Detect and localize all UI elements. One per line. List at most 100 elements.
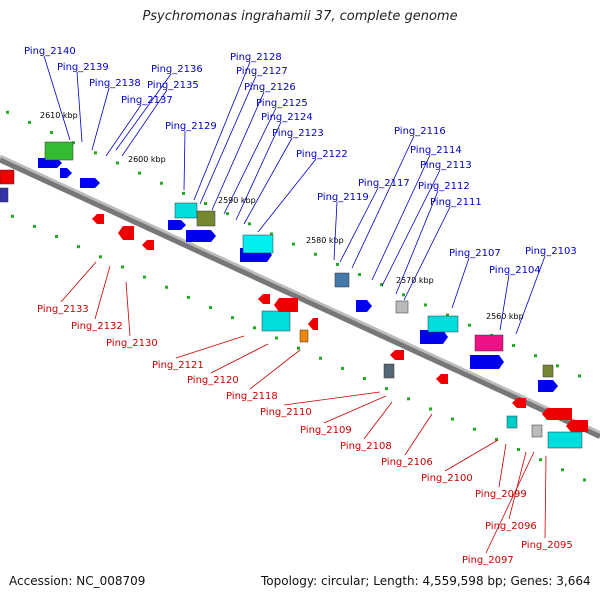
tick-dot bbox=[28, 120, 31, 124]
forward-gene-label: Ping_2138 bbox=[89, 78, 141, 89]
tick-dot bbox=[6, 110, 9, 114]
tick-dot bbox=[534, 354, 537, 358]
accession-text: Accession: NC_008709 bbox=[9, 574, 146, 588]
reverse-label-leader bbox=[498, 443, 507, 488]
forward-gene-label: Ping_2111 bbox=[430, 197, 482, 208]
forward-label-leader bbox=[115, 73, 172, 151]
gene-box-magenta bbox=[474, 334, 504, 352]
forward-gene-label: Ping_2103 bbox=[525, 246, 577, 257]
tick-dot bbox=[187, 295, 190, 299]
topology-text: Topology: circular; Length: 4,559,598 bp… bbox=[261, 574, 591, 588]
forward-gene-label: Ping_2107 bbox=[449, 248, 501, 259]
tick-dot bbox=[292, 242, 295, 246]
forward-gene-label: Ping_2129 bbox=[165, 121, 217, 132]
reverse-label-leader bbox=[175, 335, 245, 359]
forward-gene-label: Ping_2116 bbox=[394, 126, 446, 137]
reverse-gene-arrow bbox=[308, 318, 318, 330]
tick-dot bbox=[363, 377, 366, 381]
forward-label-leader bbox=[223, 107, 277, 215]
reverse-label-leader bbox=[444, 439, 499, 472]
reverse-label-leader bbox=[60, 261, 97, 303]
reverse-gene-arrow bbox=[274, 298, 298, 312]
forward-label-leader bbox=[257, 158, 317, 233]
forward-label-leader bbox=[193, 61, 251, 201]
forward-gene-label: Ping_2117 bbox=[358, 178, 410, 189]
tick-dot bbox=[226, 212, 229, 216]
reverse-label-leader bbox=[485, 451, 535, 554]
forward-label-leader bbox=[351, 135, 415, 269]
tick-dot bbox=[451, 417, 454, 421]
tick-dot bbox=[77, 245, 80, 249]
reverse-gene-label: Ping_2118 bbox=[226, 391, 278, 402]
gene-box-cyan bbox=[242, 234, 274, 254]
tick-dot bbox=[468, 323, 471, 327]
forward-gene-label: Ping_2140 bbox=[24, 46, 76, 57]
forward-label-leader bbox=[199, 75, 257, 205]
forward-gene-label: Ping_2135 bbox=[147, 80, 199, 91]
tick-dot bbox=[402, 293, 405, 297]
gene-box-olive bbox=[196, 210, 216, 227]
reverse-label-leader bbox=[363, 401, 393, 440]
gene-box-grey bbox=[395, 300, 409, 314]
gene-box-cyan bbox=[547, 431, 583, 449]
tick-dot bbox=[55, 235, 58, 239]
forward-gene-label: Ping_2104 bbox=[489, 265, 541, 276]
forward-label-leader bbox=[243, 137, 293, 225]
kbp-tick-label: 2610 kbp bbox=[40, 111, 78, 120]
forward-gene-label: Ping_2126 bbox=[244, 82, 296, 93]
forward-gene-label: Ping_2125 bbox=[256, 98, 308, 109]
forward-gene-label: Ping_2136 bbox=[151, 64, 203, 75]
reverse-gene-arrow bbox=[436, 374, 448, 384]
forward-label-leader bbox=[499, 274, 510, 331]
tick-dot bbox=[160, 181, 163, 185]
tick-dot bbox=[94, 151, 97, 155]
tick-dot bbox=[561, 468, 564, 472]
tick-dot bbox=[556, 364, 559, 368]
tick-dot bbox=[116, 161, 119, 165]
backbone-line bbox=[0, 157, 600, 439]
forward-label-leader bbox=[105, 104, 142, 157]
gene-box-navy bbox=[0, 187, 9, 203]
tick-dot bbox=[253, 326, 256, 330]
forward-label-leader bbox=[183, 130, 186, 191]
reverse-gene-label: Ping_2097 bbox=[462, 555, 514, 566]
tick-dot bbox=[248, 222, 251, 226]
forward-gene-arrow bbox=[470, 355, 504, 369]
forward-gene-label: Ping_2122 bbox=[296, 149, 348, 160]
forward-label-leader bbox=[76, 71, 83, 143]
reverse-gene-label: Ping_2099 bbox=[475, 489, 527, 500]
tick-dot bbox=[143, 275, 146, 279]
tick-dot bbox=[165, 285, 168, 289]
kbp-tick-label: 2590 kbp bbox=[218, 196, 256, 205]
gene-box-olive bbox=[542, 364, 554, 378]
reverse-gene-arrow bbox=[566, 420, 588, 432]
forward-gene-arrow bbox=[186, 230, 216, 242]
reverse-gene-label: Ping_2130 bbox=[106, 338, 158, 349]
tick-dot bbox=[539, 458, 542, 462]
tick-dot bbox=[275, 336, 278, 340]
forward-label-leader bbox=[333, 201, 338, 261]
tick-dot bbox=[517, 448, 520, 452]
tick-dot bbox=[99, 255, 102, 259]
tick-dot bbox=[314, 252, 317, 256]
forward-label-leader bbox=[211, 91, 265, 211]
genome-title: Psychromonas ingrahamii 37, complete gen… bbox=[142, 9, 458, 24]
forward-gene-label: Ping_2123 bbox=[272, 128, 324, 139]
reverse-gene-arrow bbox=[92, 214, 104, 224]
reverse-gene-arrow bbox=[142, 240, 154, 250]
forward-gene-label: Ping_2114 bbox=[410, 145, 462, 156]
forward-label-leader bbox=[121, 89, 168, 157]
forward-label-leader bbox=[451, 257, 470, 309]
tick-dot bbox=[121, 265, 124, 269]
forward-gene-arrow bbox=[356, 300, 372, 312]
kbp-tick-label: 2570 kbp bbox=[396, 276, 434, 285]
kbp-tick-label: 2560 kbp bbox=[486, 312, 524, 321]
tick-dot bbox=[424, 303, 427, 307]
forward-label-leader bbox=[43, 55, 71, 141]
forward-label-leader bbox=[235, 121, 282, 221]
tick-dot bbox=[319, 356, 322, 360]
reverse-gene-label: Ping_2121 bbox=[152, 360, 204, 371]
reverse-gene-arrow bbox=[118, 226, 134, 240]
kbp-tick-label: 2580 kbp bbox=[306, 236, 344, 245]
tick-dot bbox=[385, 387, 388, 391]
